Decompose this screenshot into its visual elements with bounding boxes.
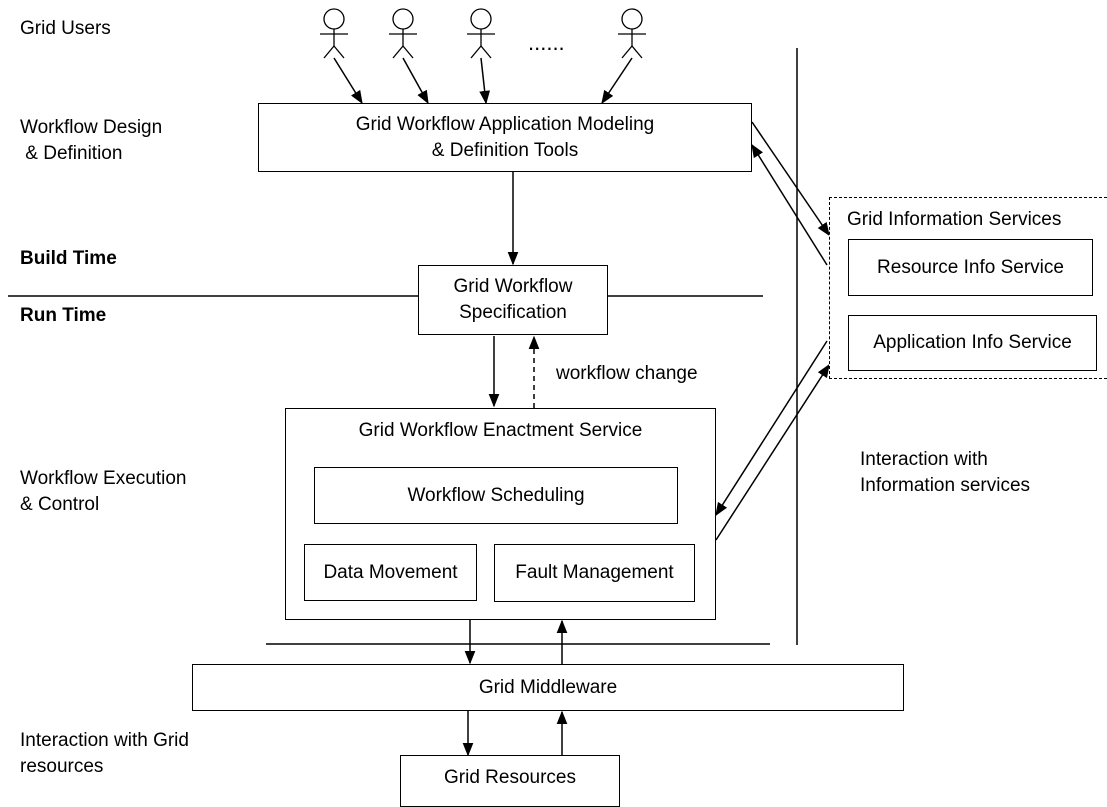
enactment-service-title: Grid Workflow Enactment Service (358, 420, 643, 441)
label-workflow-execution: Workflow Execution (20, 468, 187, 489)
user-figure-2 (389, 8, 417, 59)
user-figure-4 (618, 8, 646, 59)
user-arrow-3 (479, 57, 491, 105)
label-run-time: Run Time (20, 305, 107, 326)
resource-info-service-box: Resource Info Service (848, 239, 1093, 296)
info-interaction-line2: Information services (860, 475, 1031, 496)
grid-middleware-label: Grid Middleware (478, 676, 618, 698)
user-figure-1 (320, 8, 348, 59)
specification-line2: Specification (459, 302, 567, 323)
modeling-to-info-arrow (751, 121, 830, 237)
modeling-tools-line1: Grid Workflow Application Modeling (355, 113, 655, 135)
grid-resources-label: Grid Resources (444, 767, 576, 788)
info-to-enactment-arrow (715, 340, 828, 517)
specification-line1: Grid Workflow (453, 276, 573, 297)
application-info-service-label: Application Info Service (873, 332, 1072, 353)
modeling-tools-line2: & Definition Tools (431, 139, 579, 161)
label-resources: resources (20, 756, 104, 777)
grid-middleware-box: Grid Middleware (192, 664, 904, 711)
label-build-time: Build Time (20, 248, 117, 269)
users-ellipsis: ...... (528, 30, 565, 55)
info-services-title: Grid Information Services (847, 209, 1062, 230)
data-movement-label: Data Movement (323, 561, 458, 583)
label-definition: & Definition (20, 143, 123, 164)
modeling-tools-box: Grid Workflow Application Modeling & Def… (258, 103, 752, 172)
data-movement-box: Data Movement (304, 544, 477, 601)
info-interaction-line1: Interaction with (860, 449, 988, 470)
fault-management-label: Fault Management (515, 562, 674, 583)
workflow-change-label: workflow change (556, 363, 698, 384)
label-control: & Control (20, 494, 100, 515)
label-grid-users: Grid Users (20, 18, 111, 39)
resource-info-service-label: Resource Info Service (877, 256, 1064, 278)
label-workflow-design: Workflow Design (20, 117, 163, 138)
user-figure-3 (467, 8, 495, 59)
user-arrow-2 (402, 57, 429, 105)
grid-resources-box: Grid Resources (400, 755, 620, 807)
fault-management-box: Fault Management (494, 544, 695, 602)
workflow-scheduling-box: Workflow Scheduling (314, 467, 678, 524)
enactment-to-info-arrow (715, 363, 830, 541)
info-to-modeling-arrow (751, 143, 828, 266)
workflow-scheduling-label: Workflow Scheduling (407, 484, 585, 506)
user-arrow-1 (333, 57, 363, 105)
workflow-specification-box: Grid Workflow Specification (418, 265, 608, 335)
user-arrow-4 (601, 57, 633, 105)
label-interaction-grid: Interaction with Grid (20, 730, 189, 751)
application-info-service-box: Application Info Service (848, 315, 1097, 371)
